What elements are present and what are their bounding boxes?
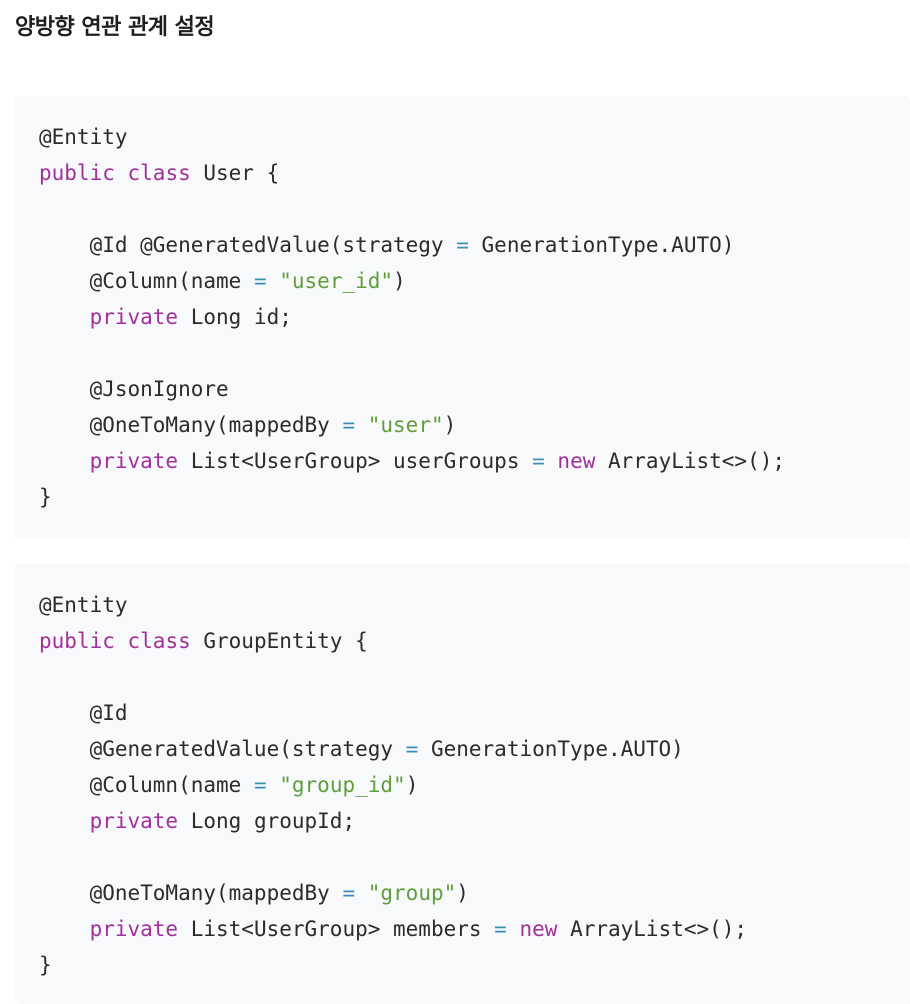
code-string: "group" [367,881,457,905]
code-line: public class User { [39,155,910,191]
code-operator: = [532,449,545,473]
code-line: } [39,947,910,983]
code-text: @JsonIgnore [39,377,229,401]
code-string: "user_id" [279,269,394,293]
code-text: GroupEntity { [190,629,368,653]
code-keyword: new [557,449,596,473]
code-keyword: class [127,629,191,653]
code-operator: = [342,413,356,437]
code-text: ) [393,269,406,293]
code-keyword: class [127,161,191,185]
code-text [39,809,90,833]
code-text: Long id; [178,305,292,329]
code-line: @JsonIgnore [39,371,910,407]
code-string: "user" [367,413,444,437]
code-line [39,839,910,875]
code-line: @Entity [39,587,910,623]
code-string: "group_id" [279,773,406,797]
code-text: List<UserGroup> userGroups [178,449,533,473]
code-block-user[interactable]: @Entity public class User { @Id @Generate… [15,96,910,538]
code-line [39,335,910,371]
code-text: @OneToMany(mappedBy [39,413,343,437]
code-line: public class GroupEntity { [39,623,910,659]
code-text: List<UserGroup> members [178,917,495,941]
code-text [39,917,90,941]
code-text: @Entity [39,593,128,617]
code-line: @GeneratedValue(strategy = GenerationTyp… [39,731,910,767]
code-block-group-entity[interactable]: @Entity public class GroupEntity { @Id @G… [15,564,910,1004]
code-text [267,269,280,293]
code-text: @Id @GeneratedValue(strategy [39,233,457,257]
code-text [545,449,558,473]
code-operator: = [405,737,419,761]
code-line: @Id @GeneratedValue(strategy = Generatio… [39,227,910,263]
code-text [115,161,128,185]
code-text: } [39,485,52,509]
code-line: private Long groupId; [39,803,910,839]
code-text: @Entity [39,125,128,149]
code-operator: = [342,881,356,905]
code-line: @OneToMany(mappedBy = "group") [39,875,910,911]
code-line: private List<UserGroup> userGroups = new… [39,443,910,479]
code-text: Long groupId; [178,809,356,833]
code-keyword: private [89,305,179,329]
code-line: private Long id; [39,299,910,335]
code-text: ArrayList<>(); [595,449,786,473]
code-text: GenerationType.AUTO) [418,737,684,761]
code-text: ) [443,413,457,437]
code-line: @OneToMany(mappedBy = "user") [39,407,910,443]
code-keyword: private [89,809,179,833]
code-text: } [39,953,52,977]
code-operator: = [494,917,507,941]
code-text [355,881,368,905]
code-keyword: private [89,917,179,941]
code-text [507,917,520,941]
code-text: ) [456,881,469,905]
code-line: @Column(name = "user_id") [39,263,910,299]
code-operator: = [456,233,469,257]
code-operator: = [253,269,267,293]
code-text [267,773,280,797]
code-text: @GeneratedValue(strategy [39,737,406,761]
code-text [39,449,90,473]
code-keyword: private [89,449,179,473]
code-line [39,191,910,227]
code-text: GenerationType.AUTO) [468,233,735,257]
code-keyword: public [39,161,115,185]
code-line: @Entity [39,119,910,155]
code-text: ) [405,773,419,797]
code-text: ArrayList<>(); [557,917,748,941]
code-text: @Id [39,701,128,725]
code-line: private List<UserGroup> members = new Ar… [39,911,910,947]
code-text: User { [190,161,280,185]
code-text: @OneToMany(mappedBy [39,881,343,905]
code-operator: = [253,773,267,797]
section-heading: 양방향 연관 관계 설정 [15,15,215,40]
code-keyword: public [39,629,115,653]
code-line: } [39,479,910,515]
code-text [39,305,90,329]
code-text [355,413,368,437]
code-text: @Column(name [39,269,254,293]
code-text: @Column(name [39,773,254,797]
code-line: @Column(name = "group_id") [39,767,910,803]
code-line: @Id [39,695,910,731]
code-keyword: new [519,917,558,941]
code-text [115,629,128,653]
code-line [39,659,910,695]
